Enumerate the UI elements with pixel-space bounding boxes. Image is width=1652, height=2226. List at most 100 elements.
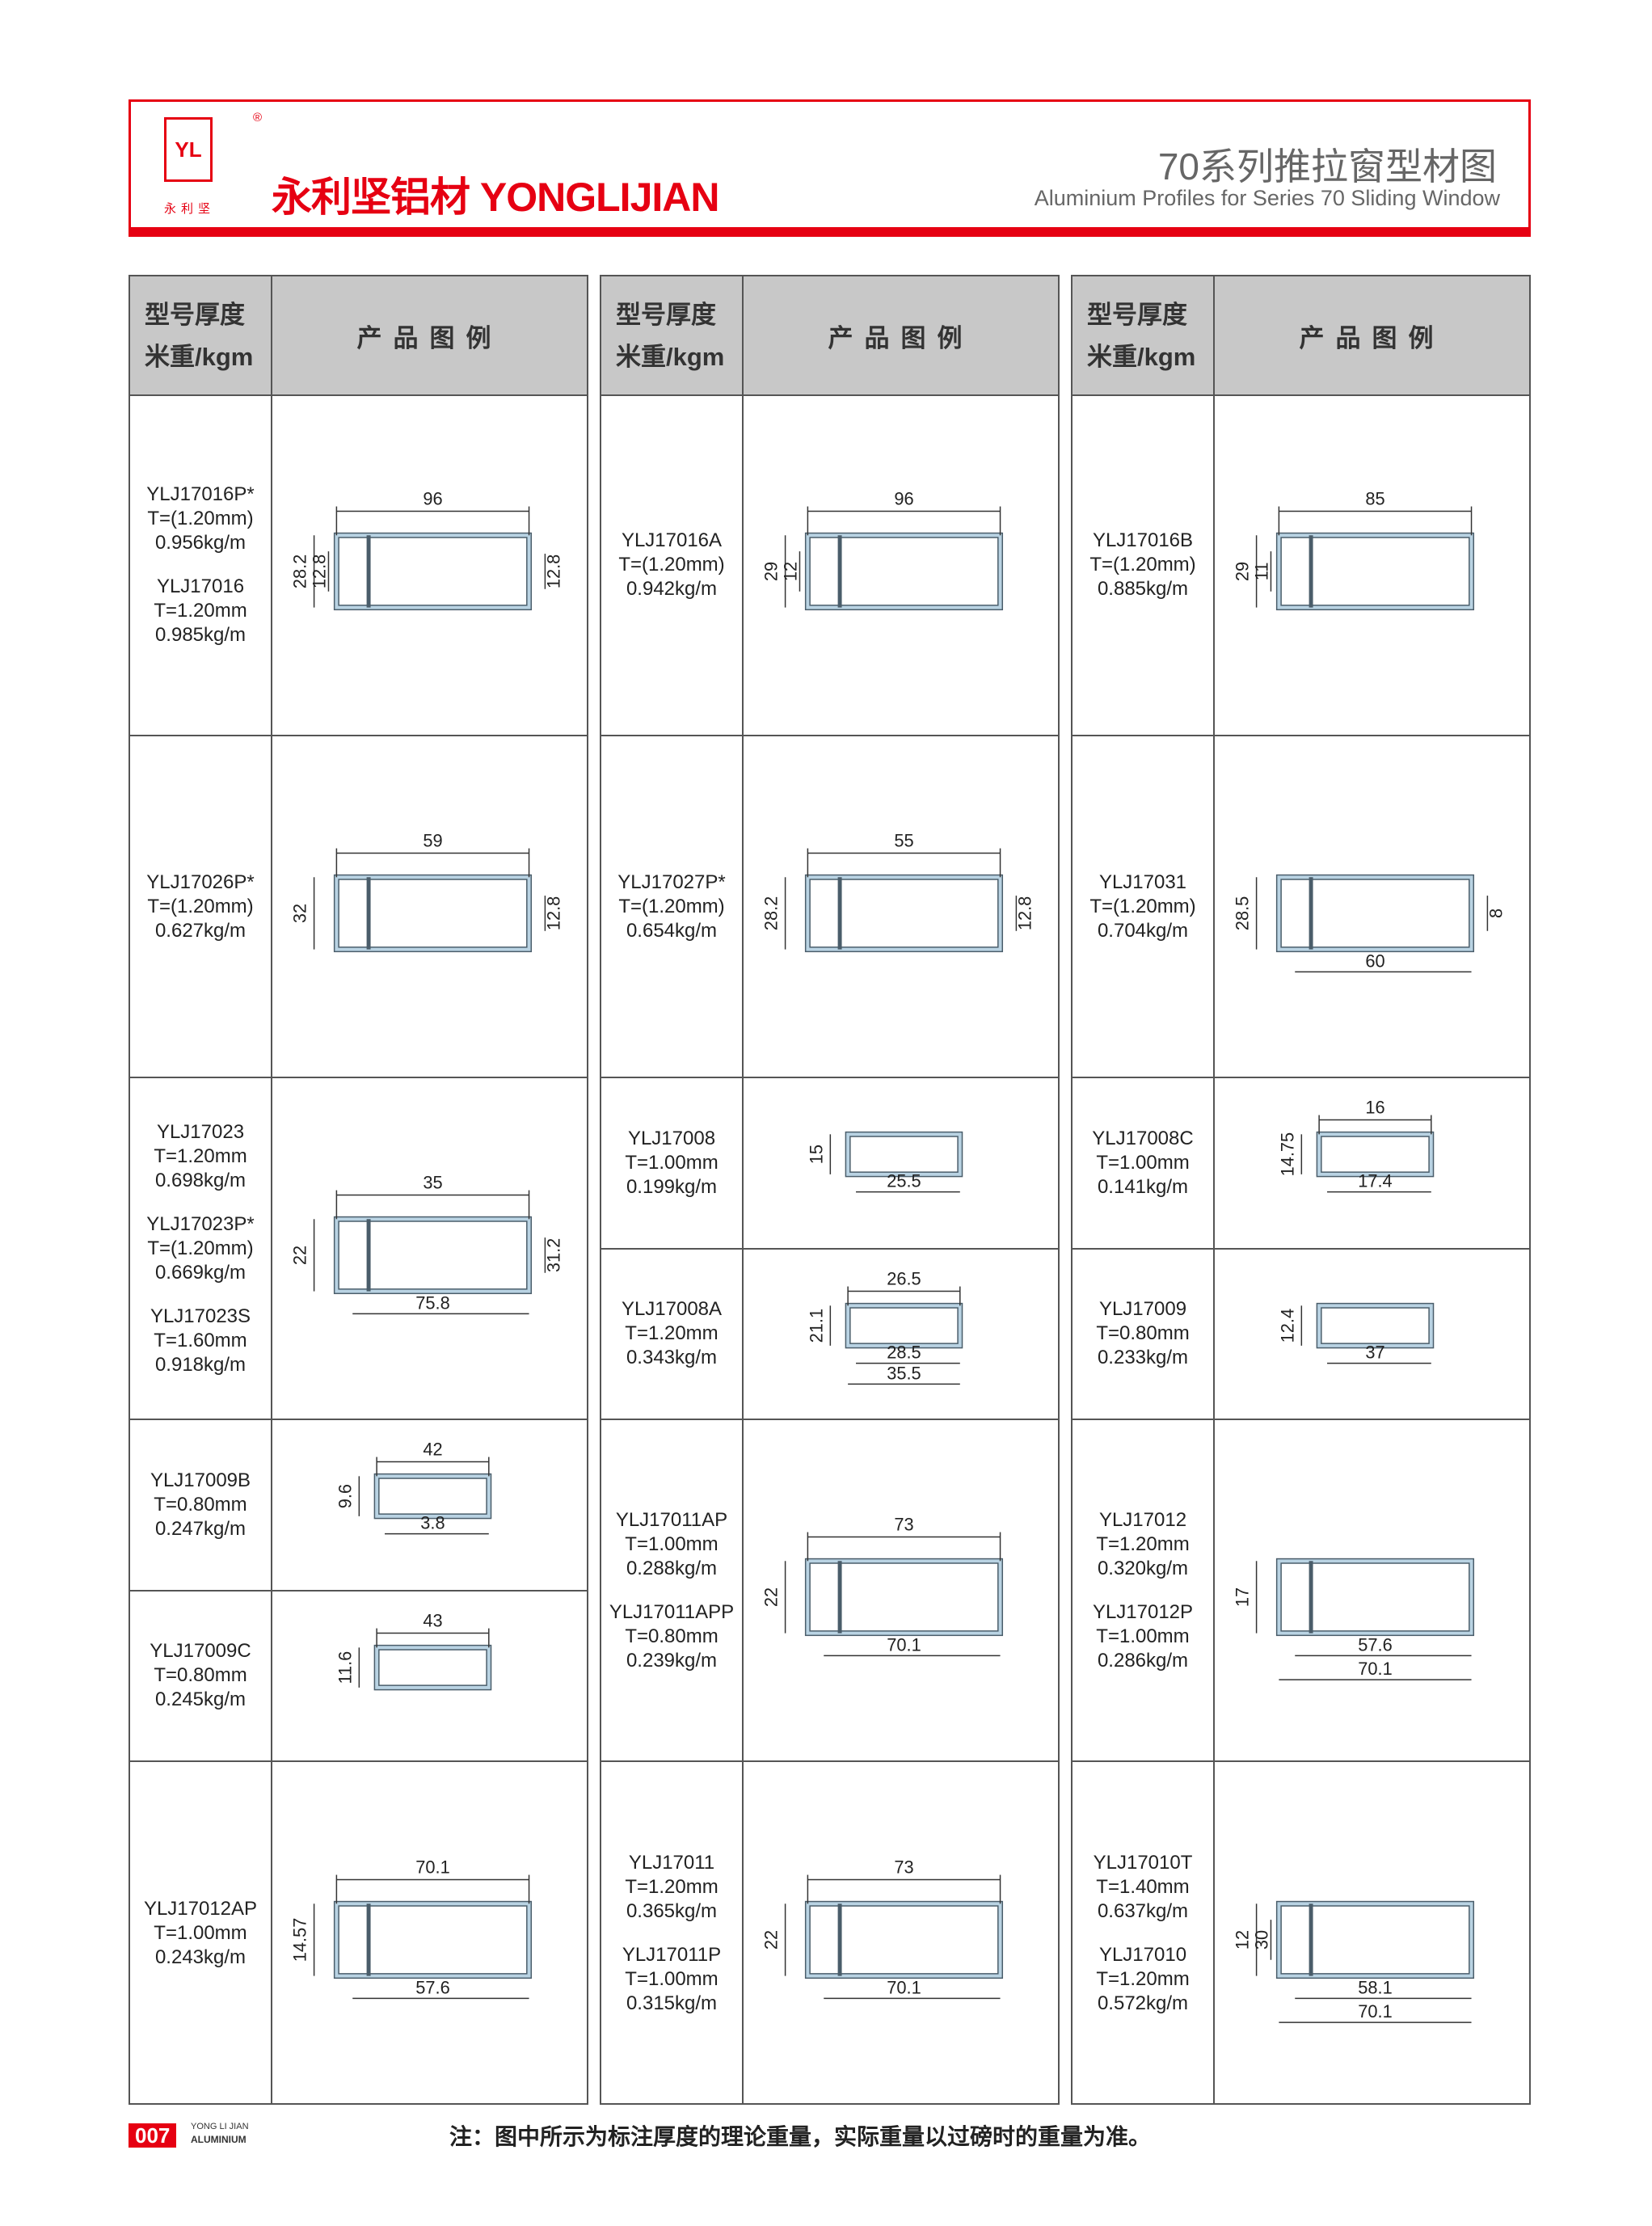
dimension-top: 26.5 xyxy=(887,1268,921,1288)
profile-entry: YLJ17023P*T=(1.20mm)0.669kg/m xyxy=(146,1212,254,1285)
profile-model: YLJ17023P* xyxy=(146,1212,255,1235)
profile-section xyxy=(806,1559,1002,1635)
profile-thickness: T=1.40mm xyxy=(1096,1875,1190,1898)
profile-thickness: T=(1.20mm) xyxy=(618,553,725,575)
dimension-left: 28.2 xyxy=(290,554,310,588)
profile-entry: YLJ17026P*T=(1.20mm)0.627kg/m xyxy=(146,871,254,943)
dimension-left: 22 xyxy=(290,1246,310,1265)
dimension-right: 12.8 xyxy=(543,896,563,930)
profile-model: YLJ17023S xyxy=(150,1305,251,1327)
header-weight-unit: 米重/kgm xyxy=(1087,343,1196,371)
profile-thickness: T=1.20mm xyxy=(1096,1532,1190,1555)
weight-note: 注：图中所示为标注厚度的理论重量，实际重量以过磅时的重量为准。 xyxy=(449,2124,1152,2149)
dimension-left: 17 xyxy=(1233,1587,1253,1607)
dimension-bottom: 3.8 xyxy=(420,1513,445,1533)
dimension-left: 12 xyxy=(1233,1930,1253,1950)
profile-section xyxy=(335,1217,531,1293)
profile-weight: 0.627kg/m xyxy=(154,919,247,942)
profile-thickness: T=(1.20mm) xyxy=(147,507,254,529)
dimension-bottom: 70.1 xyxy=(887,1977,921,1997)
dimension-left-inner: 11 xyxy=(1251,563,1271,581)
profile-outline xyxy=(845,1131,963,1178)
profile-weight: 0.141kg/m xyxy=(1097,1175,1189,1198)
page-number: 007 xyxy=(129,2123,177,2148)
profile-outline xyxy=(1275,532,1475,611)
dimension-top: 16 xyxy=(1365,1098,1384,1118)
profile-model: YLJ17010 xyxy=(1098,1943,1187,1966)
profile-section xyxy=(806,1902,1002,1978)
dimension-left: 29 xyxy=(1233,562,1253,581)
dimension-top: 35 xyxy=(423,1173,442,1193)
profile-section xyxy=(335,533,531,609)
dimension-left-inner: 12 xyxy=(780,562,800,581)
header-spec-col: 型号厚度米重/kgm xyxy=(1073,276,1215,394)
profile-spec: YLJ17026P*T=(1.20mm)0.627kg/m xyxy=(130,736,272,1077)
dimension-bottom: 37 xyxy=(1365,1342,1384,1362)
dimension-left-inner: 12.8 xyxy=(309,554,329,588)
profile-outline xyxy=(845,1302,963,1348)
profile-outline xyxy=(804,1558,1004,1637)
dimension-bottom-overall: 35.5 xyxy=(887,1363,921,1383)
profile-model: YLJ17008A xyxy=(621,1298,723,1321)
profile-outline xyxy=(373,1473,492,1520)
profile-thickness: T=1.00mm xyxy=(1096,1625,1190,1647)
profile-model: YLJ17016B xyxy=(1092,529,1194,551)
profile-thickness: T=1.20mm xyxy=(625,1875,719,1898)
profile-outline xyxy=(804,532,1004,611)
profile-thickness: T=1.20mm xyxy=(154,1145,247,1167)
profile-model: YLJ17011AP xyxy=(615,1508,728,1531)
header-red-bar xyxy=(129,227,1531,237)
dimension-bottom: 57.6 xyxy=(415,1977,449,1997)
profile-model: YLJ17009 xyxy=(1098,1298,1187,1321)
table-header: 型号厚度米重/kgm 产品图例 xyxy=(1073,276,1529,396)
profile-model: YLJ17016 xyxy=(156,575,245,597)
dimension-top: 55 xyxy=(894,831,913,851)
profile-outline xyxy=(1316,1302,1435,1348)
header-image-col: 产品图例 xyxy=(1299,323,1445,352)
profile-section xyxy=(335,1902,531,1978)
profile-model: YLJ17023 xyxy=(156,1120,245,1143)
profile-weight: 0.315kg/m xyxy=(626,1992,718,2014)
profile-entry: YLJ17016P*T=(1.20mm)0.956kg/m xyxy=(146,483,254,555)
dimension-top: 96 xyxy=(423,489,442,509)
dimension-left: 22 xyxy=(761,1930,782,1950)
profile-outline xyxy=(1316,1131,1435,1178)
profile-outline xyxy=(804,1900,1004,1979)
dimension-top: 96 xyxy=(894,489,913,509)
profile-thickness: T=(1.20mm) xyxy=(147,895,254,917)
dimension-bottom: 17.4 xyxy=(1358,1171,1392,1191)
